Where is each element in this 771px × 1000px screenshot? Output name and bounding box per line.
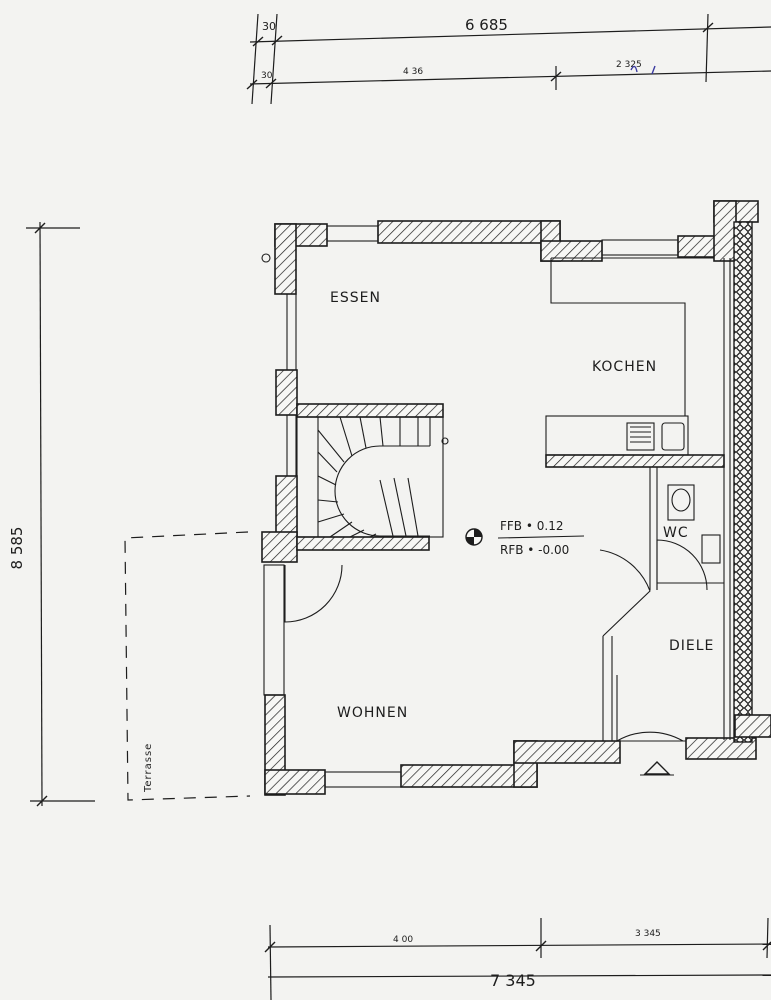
level-rfb: RFB • -0.00	[500, 543, 569, 557]
dim-bottom-segment-a: 4 00	[393, 935, 413, 945]
room-label-kochen: KOCHEN	[592, 359, 657, 375]
staircase	[296, 416, 449, 538]
room-labels: ESSEN KOCHEN WOHNEN WC DIELE	[330, 290, 714, 721]
bottom-dimension-chain: 4 00 3 345 7 345	[264, 917, 771, 1000]
dim-top-first-lower: 30	[261, 71, 273, 81]
dim-top-total: 6 685	[465, 16, 508, 34]
room-label-wohnen: WOHNEN	[337, 705, 408, 721]
room-label-wc: WC	[663, 525, 689, 541]
dim-top-segment-a: 4 36	[403, 67, 423, 77]
left-dimension: 8 585	[8, 221, 95, 807]
doors	[284, 539, 708, 742]
level-marker: FFB • 0.12 RFB • -0.00	[465, 519, 585, 557]
interior-lines	[263, 225, 731, 788]
top-dimension-chain: 30 30 6 685 4 36 2 325	[246, 13, 771, 105]
dim-bottom-segment-b: 3 345	[635, 929, 661, 939]
pen-mark	[630, 65, 656, 75]
dim-top-segment-b: 2 325	[616, 60, 642, 70]
level-ffb: FFB • 0.12	[500, 519, 563, 533]
wall-marker	[261, 253, 271, 263]
dim-left-height: 8 585	[8, 527, 26, 570]
terrace-outline: Terrasse	[124, 531, 251, 801]
dim-top-first: 30	[262, 20, 276, 33]
room-label-terrasse: Terrasse	[143, 743, 154, 793]
room-label-essen: ESSEN	[330, 290, 381, 306]
room-label-diele: DIELE	[669, 638, 714, 654]
dim-bottom-total: 7 345	[490, 971, 536, 990]
